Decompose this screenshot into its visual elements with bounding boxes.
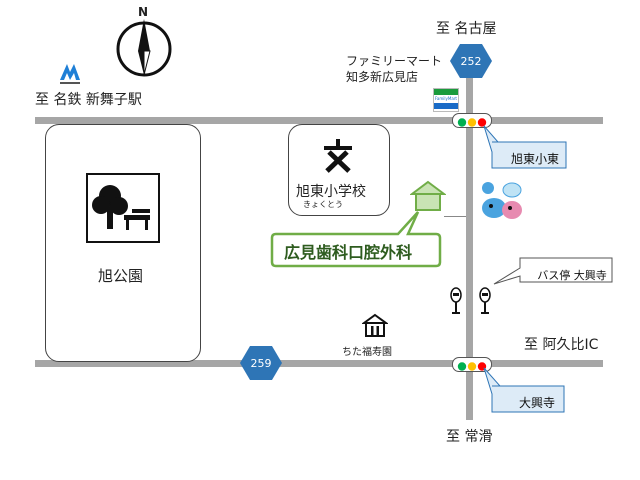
park-area [45,124,201,362]
direction-south: 至 常滑 [446,429,493,445]
clinic-access-line [444,216,466,217]
route-259-sign: 259 [240,346,282,380]
nursing-home-icon [360,313,390,339]
park-name: 旭公園 [98,267,144,285]
school-icon [321,138,355,174]
school-reading: きょくとう [303,200,343,209]
route-252-number: 252 [460,54,482,68]
bus-stop-east-icon [479,287,491,315]
compass-letter: N [138,5,149,19]
road-vertical [466,70,473,420]
familymart-logo-icon: FamilyMart [433,88,459,112]
bus-stop-west-icon [450,287,462,315]
clinic-callout: 広見歯科口腔外科 [270,206,444,268]
traffic-signal-north-icon [452,113,492,128]
intersection-north-callout: 旭東小東 [482,124,570,170]
intersection-north-name: 旭東小東 [510,152,559,166]
traffic-signal-south-icon [452,357,492,372]
bus-stop-callout: バス停 大興寺 [492,254,616,288]
nursing-home-name: ちた福寿園 [342,347,392,358]
familymart-sign-text: FamilyMart [434,95,458,103]
compass-arrow-icon [116,19,172,77]
familymart-branch: 知多新広見店 [346,70,419,84]
intersection-south-callout: 大興寺 [482,366,568,414]
familymart-name: ファミリーマート [346,54,443,68]
school-area [288,124,390,216]
mascot-character-icon [476,180,528,224]
road-south-horizontal [35,360,603,367]
route-252-sign: 252 [450,44,492,78]
route-259-number: 259 [250,356,272,370]
direction-west-station: 至 名鉄 新舞子駅 [35,92,142,108]
meitetsu-logo-icon [58,60,82,86]
direction-north: 至 名古屋 [436,21,497,37]
school-name: 旭東小学校 [296,184,366,200]
road-north-horizontal [35,117,603,124]
intersection-south-name: 大興寺 [518,396,555,410]
bus-stop-label: バス停 大興寺 [537,269,607,282]
clinic-name: 広見歯科口腔外科 [284,243,413,262]
park-icon [86,173,160,243]
north-compass: N [112,5,176,77]
direction-east: 至 阿久比IC [524,337,599,353]
clinic-location-house-icon [409,180,447,214]
